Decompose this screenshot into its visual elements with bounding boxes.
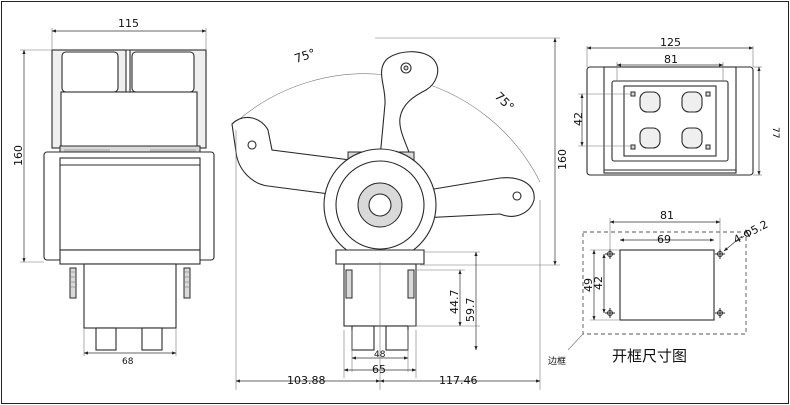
rear-inner-width-label: 81 [664, 53, 678, 66]
cutout-holes-label: 4-Φ5.2 [731, 218, 770, 247]
center-front-view [231, 37, 560, 390]
left-height-label: 160 [12, 145, 25, 166]
cutout-height-49-label: 49 [582, 278, 595, 292]
angle-left-label: 75° [293, 46, 318, 66]
center-height-label: 160 [556, 149, 569, 170]
dim-103-88-label: 103.88 [287, 374, 326, 387]
cutout-width-69-label: 69 [657, 233, 671, 246]
cutout-height-42-label: 42 [592, 276, 605, 290]
rear-height-label: 77 [770, 127, 780, 138]
dim-117-46-label: 117.46 [439, 374, 478, 387]
cutout-width-81-label: 81 [660, 209, 674, 222]
cutout-caption: 开框尺寸图 [612, 347, 687, 365]
cutout-dimension-view [567, 218, 747, 351]
cutout-frame-label: 边框 [548, 355, 566, 367]
left-width-label: 115 [118, 17, 139, 30]
dim-65-label: 65 [372, 363, 386, 376]
rear-width-label: 125 [660, 36, 681, 49]
angle-right-label: 75° [492, 89, 517, 114]
dim-44-7-label: 44.7 [448, 290, 461, 315]
rear-hole-spacing-label: 42 [572, 112, 585, 126]
left-bottom-label: 68 [122, 357, 134, 367]
dim-59-7-label: 59.7 [464, 298, 477, 323]
left-side-view [20, 28, 215, 356]
dim-48-label: 48 [374, 350, 386, 360]
rear-panel-view [578, 46, 762, 176]
